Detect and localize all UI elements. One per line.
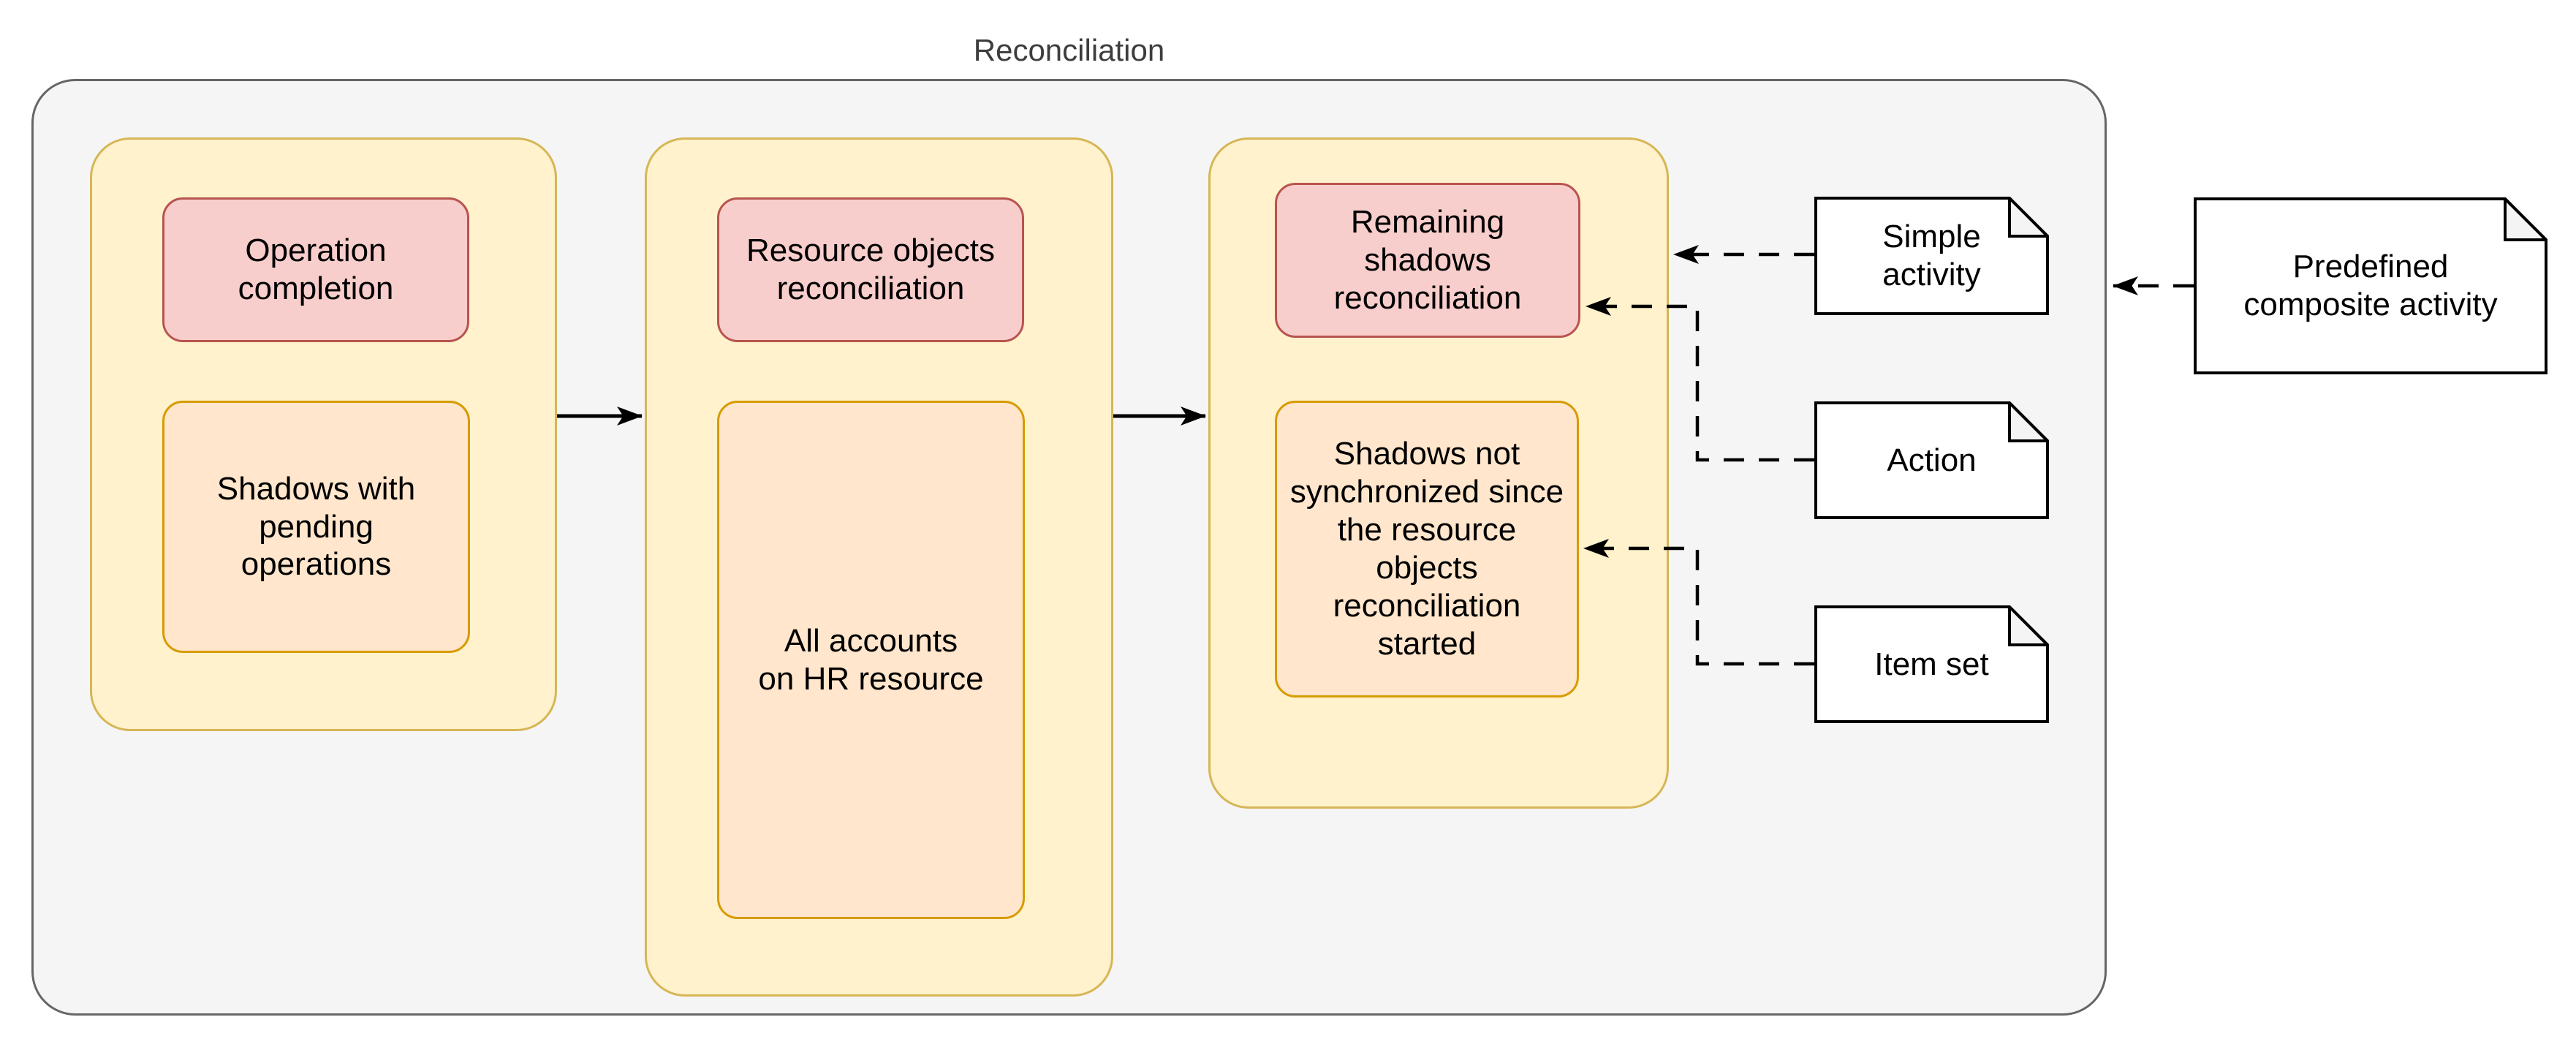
note-action: Action [1814,401,2049,519]
note-label: Predefined composite activity [2243,249,2498,322]
note-shape-icon [1814,605,2049,723]
note-item-set: Item set [1814,605,2049,723]
note-shape-icon [1814,401,2049,519]
note-label: Item set [1874,646,1989,682]
note-shape-icon [2194,197,2547,374]
note-label: Action [1887,442,1977,478]
note-predefined-composite-activity: Predefined composite activity [2194,197,2547,374]
activity-node-operation-completion: Operation completion [162,197,469,342]
composite-activity-group-1: Operation completion Shadows with pendin… [90,137,557,731]
composite-activity-group-2: Resource objects reconciliation All acco… [645,137,1113,997]
activity-node-remaining-shadows-reconciliation: Remaining shadows reconciliation [1275,183,1580,338]
note-shape-icon [1814,197,2049,315]
composite-activity-group-3: Remaining shadows reconciliation Shadows… [1208,137,1669,809]
itemset-node-all-accounts-on-hr-resource: All accounts on HR resource [717,401,1025,919]
itemset-node-shadows-not-synchronized: Shadows not synchronized since the resou… [1275,401,1579,698]
note-label: Simple activity [1882,219,1981,292]
note-simple-activity: Simple activity [1814,197,2049,315]
itemset-node-shadows-with-pending-operations: Shadows with pending operations [162,401,470,653]
activity-node-resource-objects-reconciliation: Resource objects reconciliation [717,197,1024,342]
diagram-title: Reconciliation [973,33,1165,67]
